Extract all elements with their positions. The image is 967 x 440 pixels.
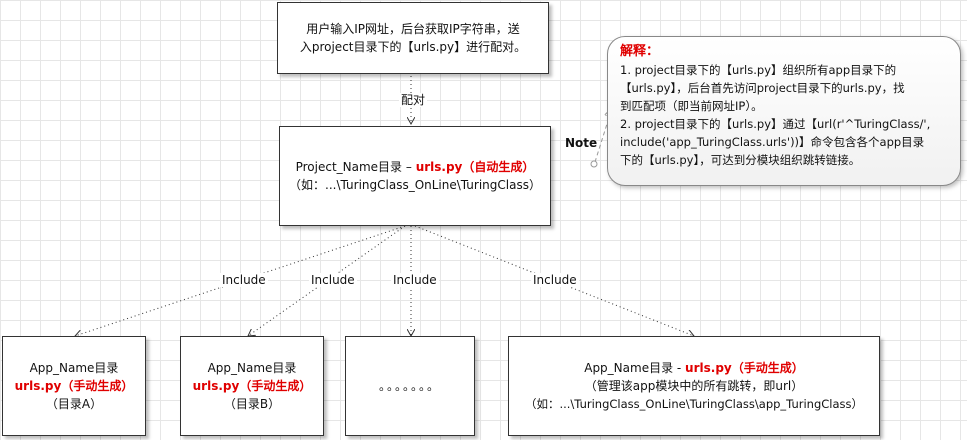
note-callout: 解释： 1. project目录下的【urls.py】组织所有app目录下的 【… bbox=[607, 36, 961, 186]
user-input-text-1: 用户输入IP网址，后台获取IP字符串，送 bbox=[306, 22, 520, 36]
project-path: （如：...\TuringClass_OnLine\TuringClass） bbox=[289, 178, 541, 192]
app-box-b: App_Name目录 urls.py（手动生成） （目录B） bbox=[180, 336, 324, 436]
note-connector bbox=[594, 108, 612, 163]
app-title: App_Name目录 - urls.py（手动生成） bbox=[584, 359, 804, 377]
note-line: 【urls.py】，后台首先访问project目录下的urls.py，找 bbox=[620, 81, 905, 95]
project-name: Project_Name目录 – bbox=[295, 160, 416, 174]
app-name: App_Name目录 bbox=[207, 361, 297, 375]
app-box-more: 。。。。。。。 bbox=[345, 336, 475, 436]
include-label: Include bbox=[531, 273, 579, 287]
app-name: App_Name目录 bbox=[29, 361, 119, 375]
app-sub: （目录B） bbox=[223, 397, 281, 411]
app-urls-label: urls.py（手动生成） bbox=[192, 379, 312, 393]
note-line: 下的【urls.py】，可达到分模块组织跳转链接。 bbox=[620, 153, 861, 167]
app-path: （如：...\TuringClass_OnLine\TuringClass\ap… bbox=[524, 397, 864, 411]
app-sub: （管理该app模块中的所有跳转，即url） bbox=[584, 379, 804, 393]
app-box-d: App_Name目录 - urls.py（手动生成） （管理该app模块中的所有… bbox=[508, 336, 880, 436]
include-label: Include bbox=[391, 273, 439, 287]
include-label: Include bbox=[309, 273, 357, 287]
project-title: Project_Name目录 – urls.py（自动生成） bbox=[296, 158, 535, 176]
app-urls-label: urls.py（手动生成） bbox=[685, 361, 804, 375]
note-anchor bbox=[590, 160, 598, 168]
note-line: 到匹配项（即当前网址IP）。 bbox=[620, 99, 763, 113]
include-label: Include bbox=[220, 273, 268, 287]
note-title: 解释： bbox=[620, 44, 660, 59]
app-box-a: App_Name目录 urls.py（手动生成） （目录A） bbox=[2, 336, 146, 436]
app-sub: （目录A） bbox=[45, 397, 103, 411]
project-box: Project_Name目录 – urls.py（自动生成） （如：...\Tu… bbox=[279, 126, 551, 226]
app-urls-label: urls.py（手动生成） bbox=[14, 379, 134, 393]
note-line: include('app_TuringClass.urls'))】命令包含各个a… bbox=[620, 135, 925, 149]
note-line: 2. project目录下的【urls.py】通过【url(r'^TuringC… bbox=[620, 117, 931, 131]
user-input-box: 用户输入IP网址，后台获取IP字符串，送 入project目录下的【urls.p… bbox=[277, 2, 549, 74]
app-name: App_Name目录 - bbox=[584, 361, 686, 375]
match-label: 配对 bbox=[399, 93, 428, 107]
ellipsis-text: 。。。。。。。 bbox=[378, 379, 441, 393]
project-urls-label: urls.py（自动生成） bbox=[415, 160, 535, 174]
user-input-text-2: 入project目录下的【urls.py】进行配对。 bbox=[299, 40, 527, 54]
note-line: 1. project目录下的【urls.py】组织所有app目录下的 bbox=[620, 63, 897, 77]
note-tag: Note bbox=[565, 136, 598, 150]
